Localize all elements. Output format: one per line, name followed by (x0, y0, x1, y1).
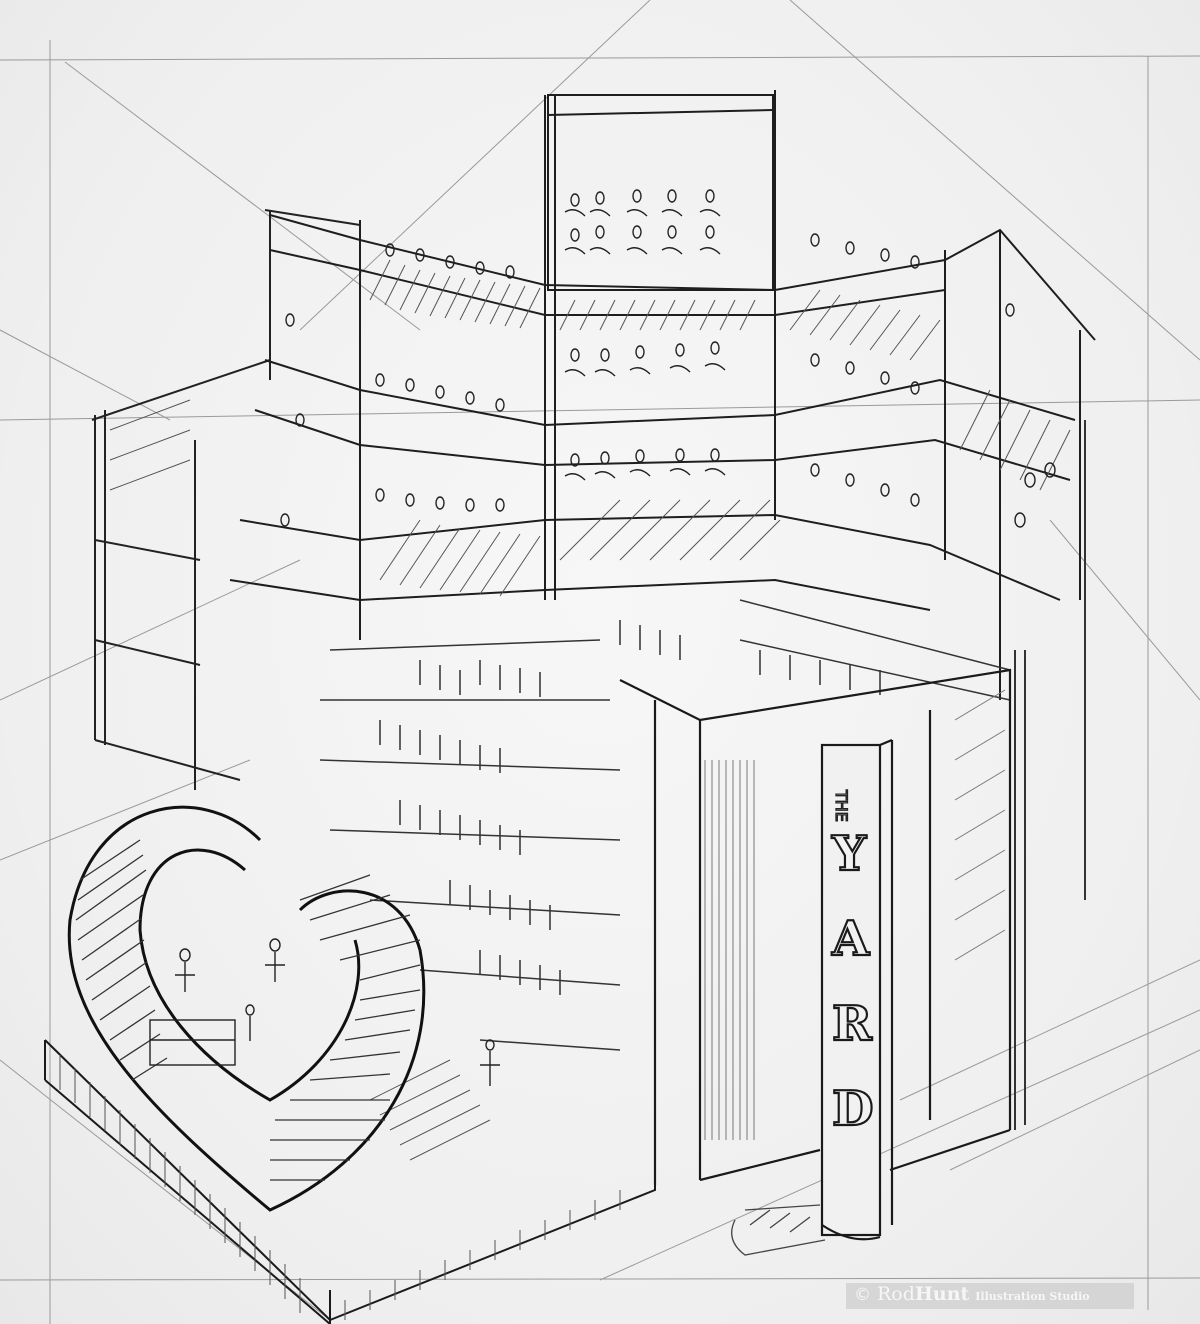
sign-letter-a: A (831, 911, 870, 967)
stage-hatching (59, 1055, 621, 1320)
sign-letter-r: R (832, 996, 873, 1052)
figures-left-upper (280, 243, 515, 527)
heart-set (67, 805, 426, 1212)
svg-text:THE: THE (832, 789, 851, 822)
yard-sign: THE Y A R D (830, 788, 875, 1138)
left-tower (91, 209, 361, 790)
figures-top-center (564, 189, 721, 255)
stage-platform (44, 1039, 656, 1324)
front-block (619, 668, 1012, 1241)
floor-mat (731, 1204, 826, 1256)
artist-name: RodHunt (877, 1283, 970, 1305)
heart-hatching (75, 839, 421, 1181)
stage-performers (149, 938, 500, 1086)
copyright-symbol: © (854, 1285, 871, 1305)
stalls-rows (319, 599, 1011, 1051)
right-frame (1014, 420, 1086, 1130)
figures-right-upper (810, 233, 1056, 528)
balcony-hatching (109, 259, 1071, 597)
copyright-watermark: © RodHunt Illustration Studio (846, 1283, 1134, 1309)
figures-mid-center (564, 341, 726, 481)
audience-figures (280, 189, 1056, 995)
studio-label: Illustration Studio (975, 1290, 1090, 1303)
sign-letter-y: Y (831, 826, 867, 882)
front-block-hatching (704, 689, 1006, 1140)
sign-letter-d: D (832, 1081, 874, 1137)
balcony-tiers (229, 90, 1096, 700)
figures-stalls (379, 620, 881, 995)
